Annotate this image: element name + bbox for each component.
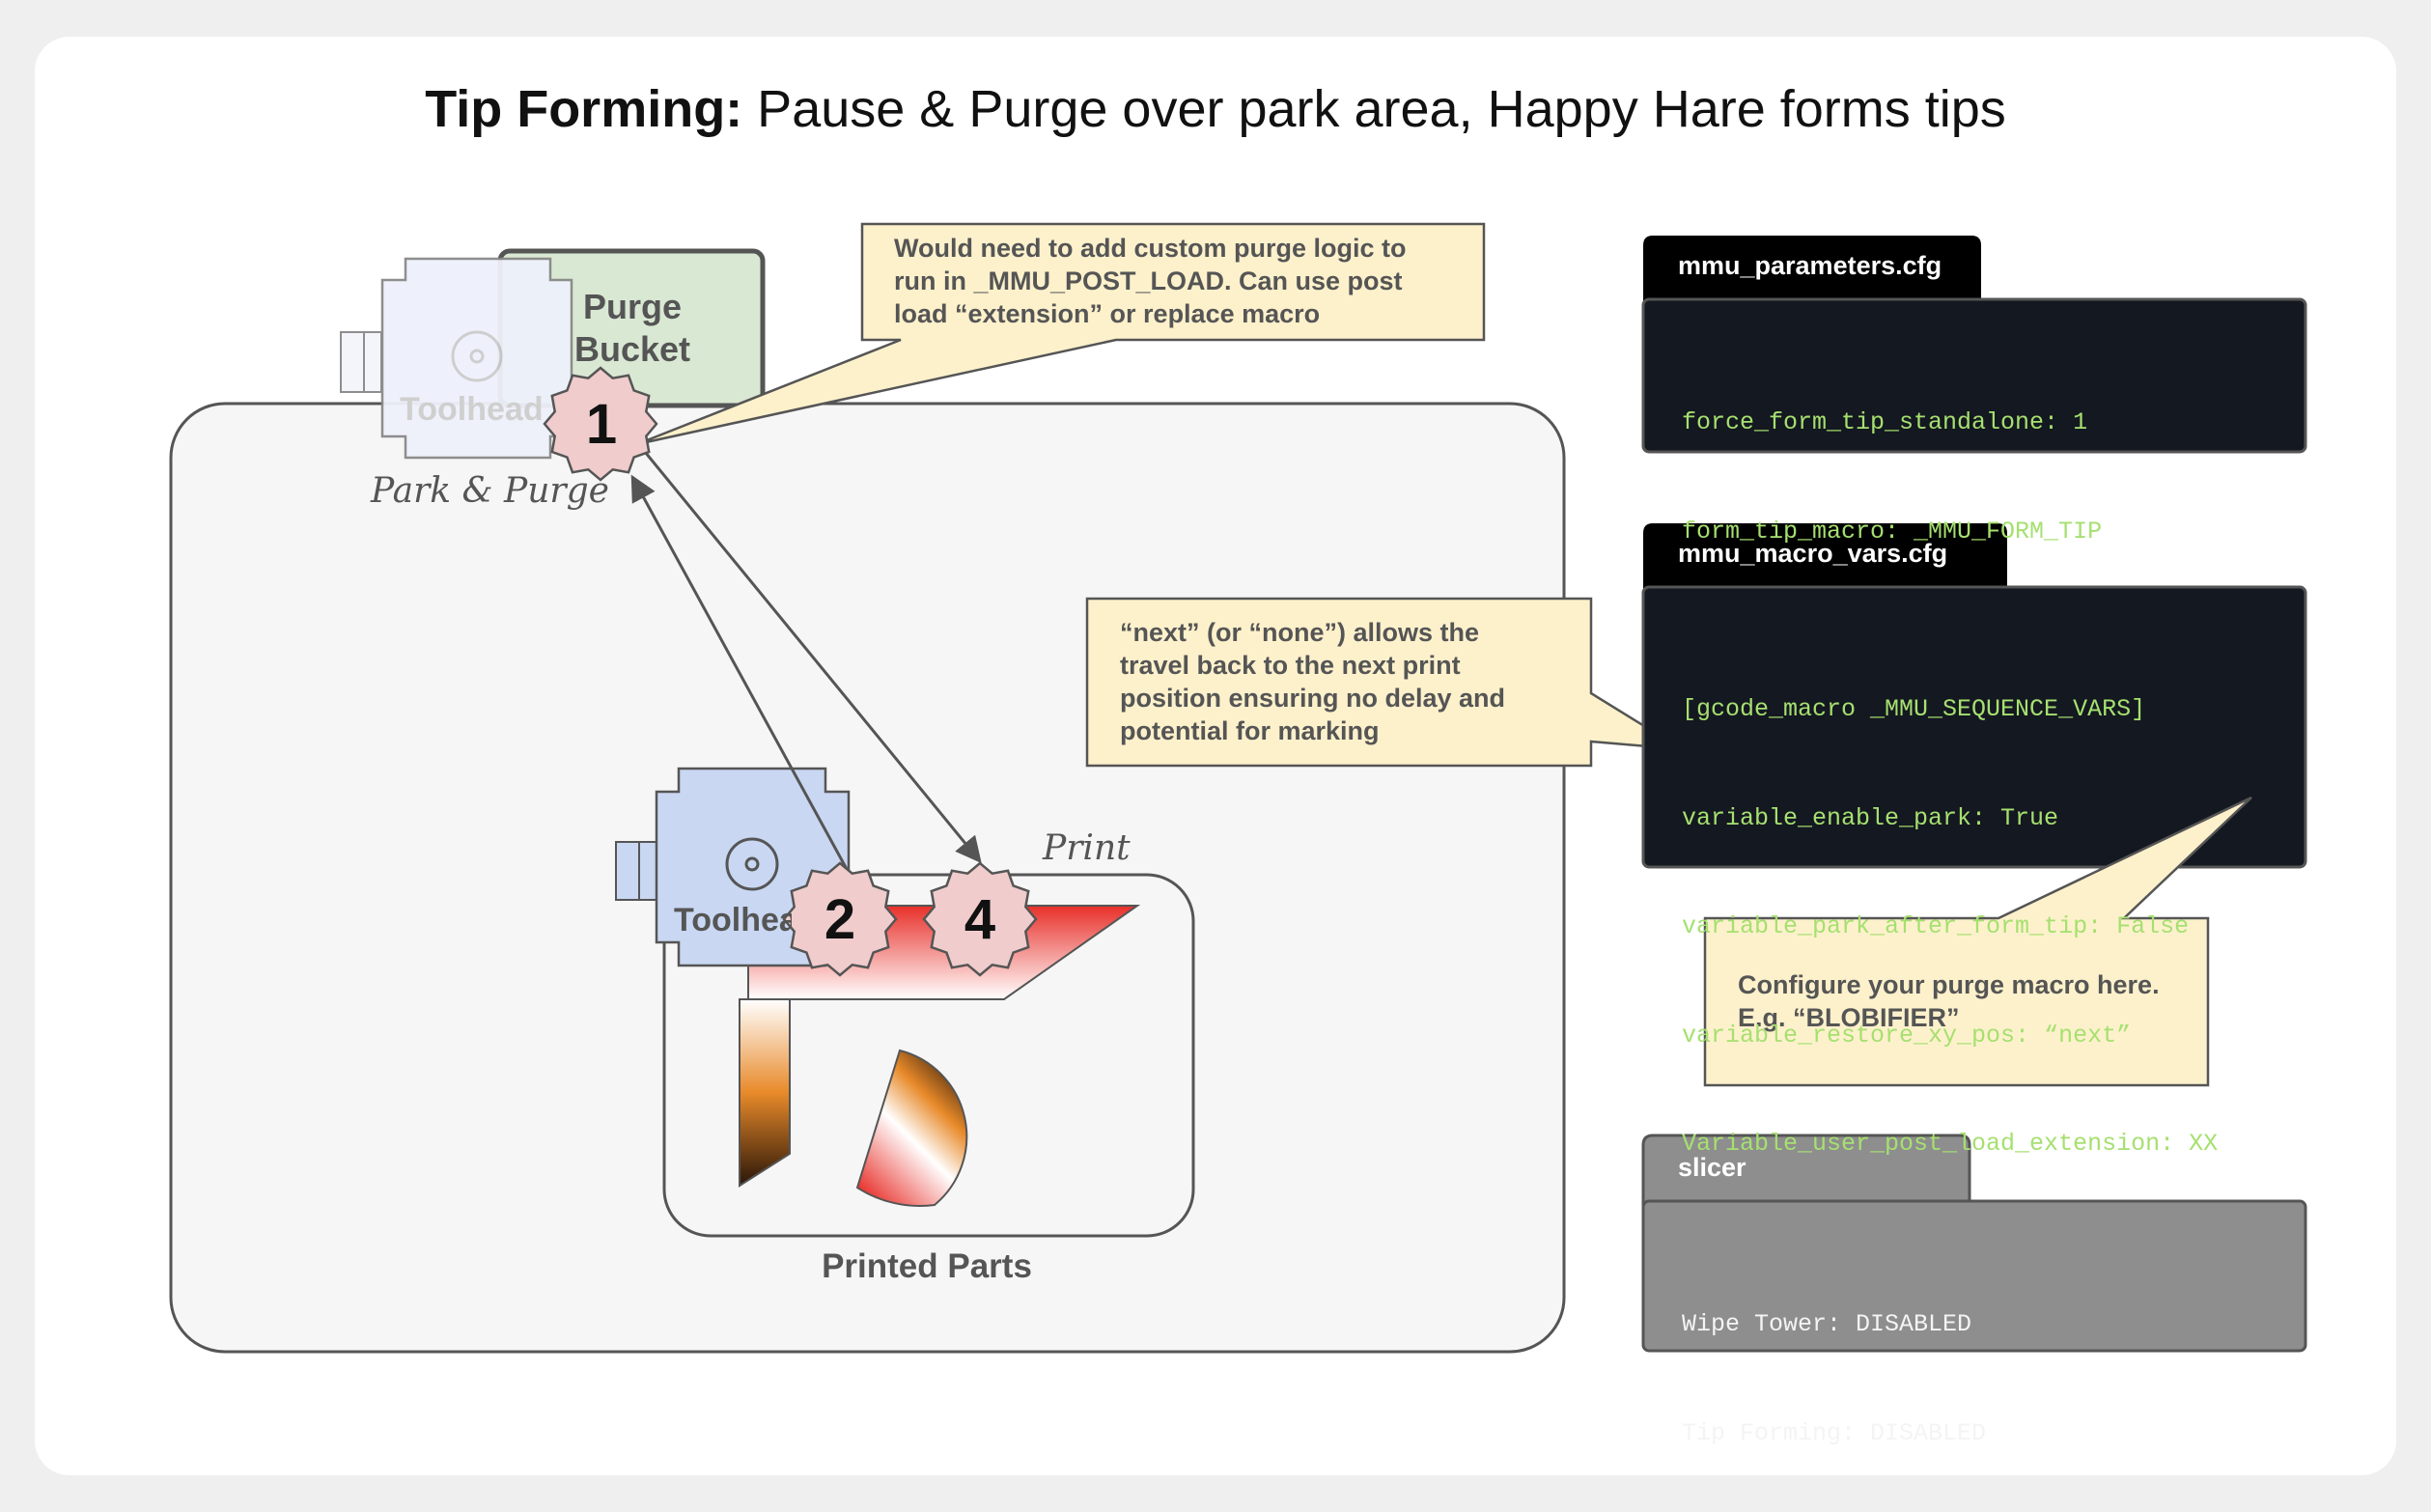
- code-line: Tip Forming: DISABLED: [1682, 1418, 1987, 1447]
- toolhead-park-label: Toolhead: [400, 391, 544, 428]
- panel-slicer: [1641, 1199, 2307, 1353]
- code-line: force_form_tip_standalone: 1: [1682, 408, 2088, 436]
- step-number-4: 4: [964, 888, 995, 951]
- note-configure-purge: Configure your purge macro here. E.g. “B…: [1738, 968, 2160, 1034]
- arrow-1-to-2: [630, 474, 850, 872]
- note-configure-purge-line: E.g. “BLOBIFIER”: [1738, 1003, 1960, 1032]
- purge-bucket-label: Purge Bucket: [550, 286, 714, 371]
- tab-label-mmu-macro-vars[interactable]: mmu_macro_vars.cfg: [1678, 539, 1948, 568]
- print-shape-left: [739, 998, 791, 1188]
- code-line: [gcode_macro _MMU_SEQUENCE_VARS]: [1682, 695, 2146, 723]
- code-line: Variable_user_post_load_extension: XX: [1682, 1130, 2219, 1158]
- callout-configure-purge: [1703, 796, 2252, 1087]
- title-rest: Pause & Purge over park area, Happy Hare…: [742, 80, 2006, 138]
- tab-label-slicer[interactable]: slicer: [1678, 1153, 1746, 1182]
- note-purge-logic-line: run in _MMU_POST_LOAD. Can use post: [894, 266, 1403, 295]
- note-next-none-line: “next” (or “none”) allows the: [1120, 618, 1480, 647]
- note-next-none: “next” (or “none”) allows the travel bac…: [1120, 616, 1505, 747]
- step-badge-1: [782, 861, 898, 977]
- note-next-none-line: travel back to the next print: [1120, 651, 1461, 680]
- code-line: variable_enable_park: True: [1682, 803, 2059, 832]
- park-and-purge-label: Park & Purge: [371, 471, 609, 511]
- note-next-none-line: position ensuring no delay and: [1120, 684, 1506, 713]
- diagram-title: Tip Forming: Pause & Purge over park are…: [0, 79, 2431, 139]
- step-badge-4: [922, 861, 1038, 977]
- note-next-none-line: potential for marking: [1120, 716, 1380, 745]
- note-purge-logic-line: load “extension” or replace macro: [894, 299, 1321, 328]
- step-badge-2: [543, 366, 658, 482]
- toolhead-park: [340, 257, 573, 460]
- code-slicer: Wipe Tower: DISABLED Tip Forming: DISABL…: [1682, 1234, 1986, 1488]
- code-line: form_tip_macro: _MMU_FORM_TIP: [1682, 517, 2103, 546]
- panel-mmu-parameters: [1641, 297, 2307, 454]
- callout-purge-logic: [636, 222, 1486, 446]
- code-line: Wipe Tower: DISABLED: [1682, 1310, 1972, 1338]
- step-number-1: 2: [824, 888, 855, 951]
- purge-bucket-line2: Bucket: [573, 329, 691, 369]
- note-configure-purge-line: Configure your purge macro here.: [1738, 970, 2160, 999]
- arrow-2-to-4: [643, 451, 982, 864]
- tab-label-mmu-parameters[interactable]: mmu_parameters.cfg: [1678, 251, 1942, 280]
- note-purge-logic: Would need to add custom purge logic to …: [894, 232, 1407, 330]
- tab-mmu-parameters[interactable]: [1643, 236, 1981, 307]
- panel-mmu-macro-vars: [1641, 585, 2307, 869]
- step-number-2: 1: [586, 393, 617, 456]
- print-label: Print: [1043, 828, 1131, 868]
- tab-mmu-macro-vars[interactable]: [1643, 523, 2007, 594]
- title-bold: Tip Forming:: [425, 80, 743, 138]
- tab-slicer[interactable]: [1641, 1134, 1971, 1209]
- print-shape-pie: [855, 1049, 968, 1207]
- code-mmu-parameters: force_form_tip_standalone: 1 form_tip_ma…: [1682, 332, 2102, 586]
- printed-parts-label: Printed Parts: [822, 1247, 1032, 1285]
- code-mmu-macro-vars: [gcode_macro _MMU_SEQUENCE_VARS] variabl…: [1682, 619, 2218, 1198]
- note-purge-logic-line: Would need to add custom purge logic to: [894, 234, 1407, 263]
- toolhead-print-label: Toolhead: [674, 902, 792, 938]
- callout-next-none: [1085, 597, 1683, 768]
- code-line: variable_restore_xy_pos: “next”: [1682, 1021, 2132, 1050]
- code-line: variable_park_after_form_tip: False: [1682, 912, 2190, 940]
- purge-bucket-line1: Purge: [582, 287, 683, 326]
